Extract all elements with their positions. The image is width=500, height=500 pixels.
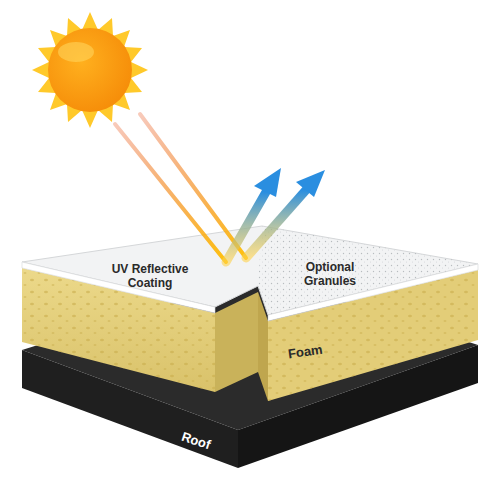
coating-label-box: UV Reflective Coating — [91, 261, 209, 293]
coating-sheet — [22, 226, 478, 321]
granules-label-box: Optional Granules — [281, 259, 379, 291]
layer-label: Foam — [287, 343, 323, 363]
layer-label: UV Reflective Coating — [95, 263, 205, 291]
sun — [32, 12, 148, 128]
layer-label: Optional Granules — [285, 261, 375, 289]
reflection-arrows — [115, 114, 325, 262]
